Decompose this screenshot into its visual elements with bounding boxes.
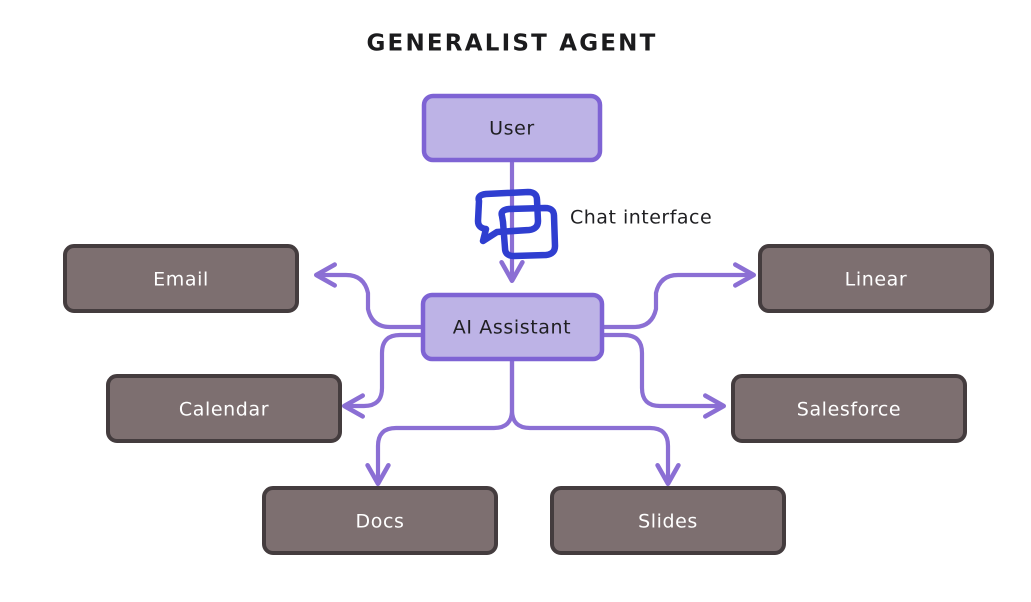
node-user[interactable]: User: [421, 93, 603, 163]
node-docs-box[interactable]: [262, 486, 498, 555]
chat-bubble-back-icon: [474, 188, 542, 245]
edge-assistant-to-calendar: [341, 332, 425, 419]
node-salesforce-box[interactable]: [731, 374, 967, 443]
edge-assistant-to-slides: [509, 358, 681, 487]
node-ai-assistant[interactable]: AI Assistant: [420, 292, 605, 362]
node-calendar-label: Calendar: [179, 399, 269, 421]
chat-bubble-front-icon: [498, 204, 559, 260]
node-salesforce[interactable]: Salesforce: [731, 374, 967, 443]
node-ai-assistant-label: AI Assistant: [453, 317, 571, 339]
node-slides-label: Slides: [638, 511, 698, 533]
node-docs[interactable]: Docs: [262, 486, 498, 555]
node-linear-label: Linear: [845, 269, 908, 291]
connector-layer: [313, 158, 757, 487]
node-calendar[interactable]: Calendar: [106, 374, 342, 443]
edge-assistant-to-salesforce: [599, 332, 727, 419]
node-email-box[interactable]: [63, 244, 299, 313]
diagram-title: GENERALIST AGENT: [366, 31, 657, 57]
node-slides-box[interactable]: [550, 486, 786, 555]
node-ai-assistant-box[interactable]: [420, 292, 605, 362]
chat-bubbles-icon: [474, 188, 559, 260]
edge-assistant-to-email: [313, 262, 425, 330]
node-docs-label: Docs: [355, 511, 404, 533]
node-calendar-box[interactable]: [106, 374, 342, 443]
node-user-label: User: [489, 118, 535, 140]
node-linear-box[interactable]: [758, 244, 994, 313]
node-slides[interactable]: Slides: [550, 486, 786, 555]
node-user-box[interactable]: [421, 93, 603, 163]
edge-label-chat-interface: Chat interface: [570, 207, 712, 229]
node-linear[interactable]: Linear: [758, 244, 994, 313]
node-email[interactable]: Email: [63, 244, 299, 313]
node-email-label: Email: [153, 269, 209, 291]
edge-assistant-to-linear: [599, 262, 757, 330]
node-salesforce-label: Salesforce: [797, 399, 901, 421]
edge-assistant-to-docs: [365, 358, 515, 487]
